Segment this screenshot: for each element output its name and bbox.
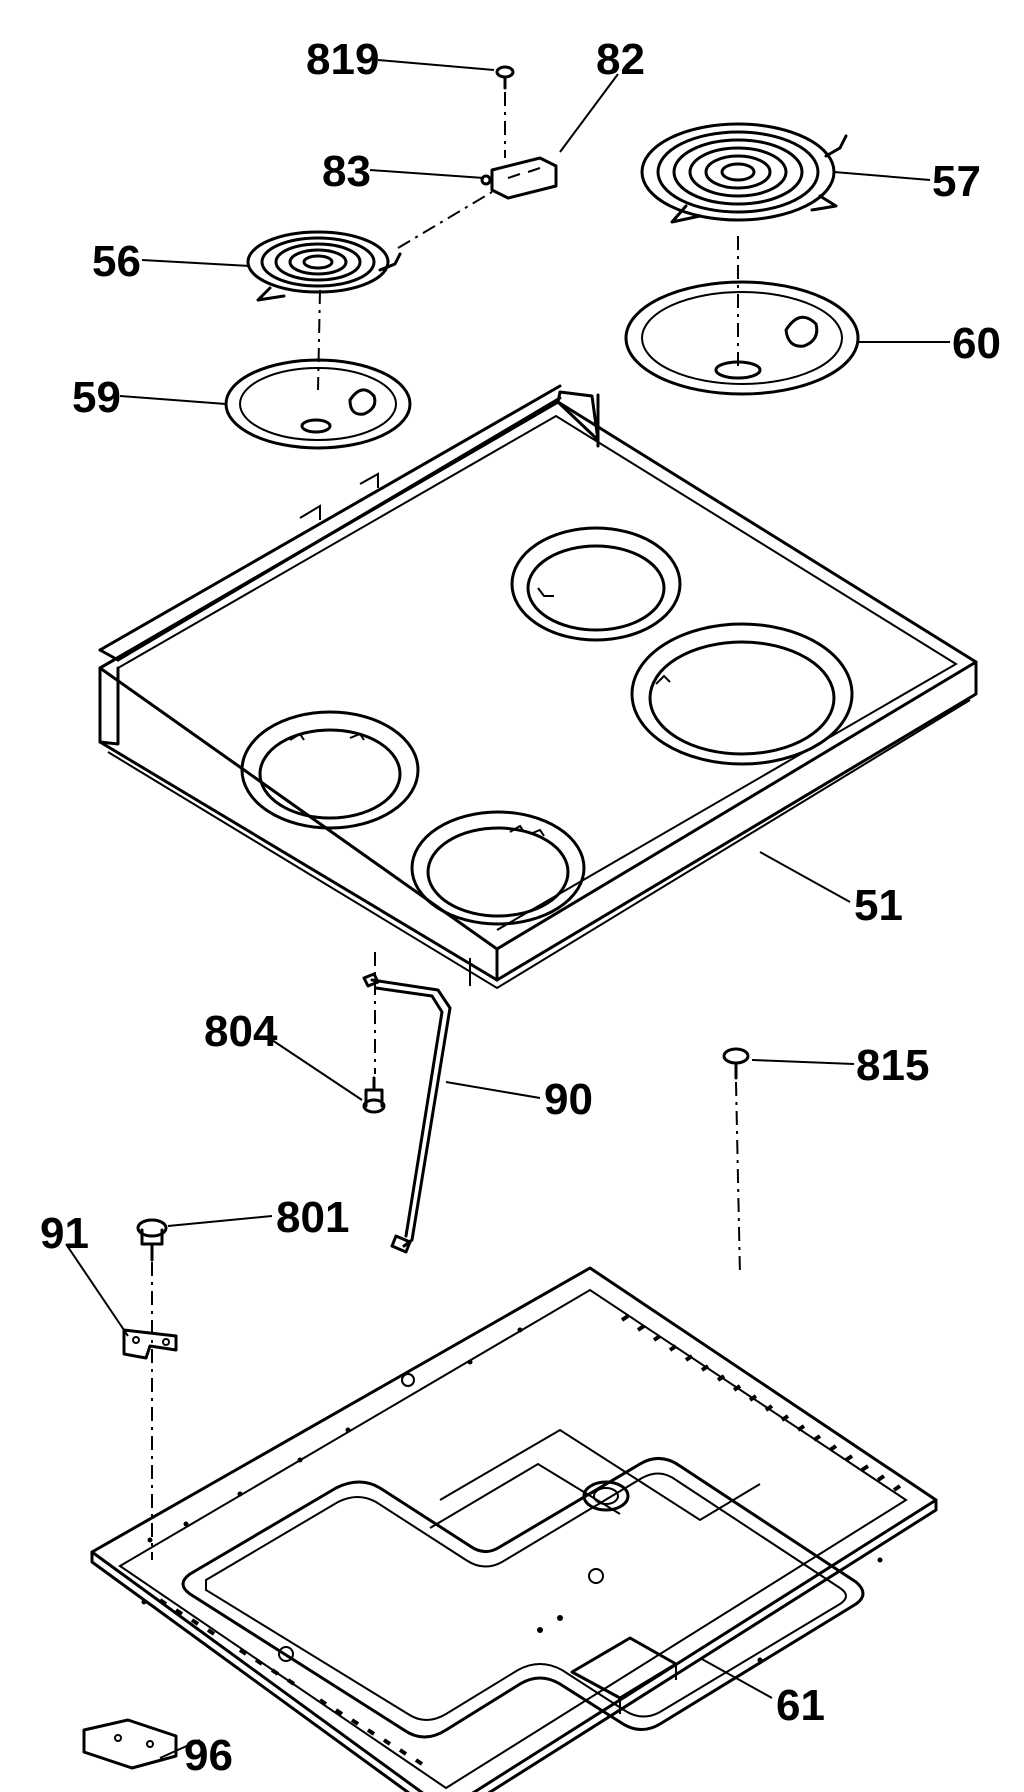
leader-lines-bottom [159, 1657, 773, 1759]
label-83: 83 [322, 147, 371, 196]
pan-holes [141, 1327, 883, 1663]
label-60: 60 [952, 319, 1001, 368]
opening-back-right [510, 526, 682, 642]
screw-815 [722, 1047, 750, 1080]
bottom-pan [90, 1266, 938, 1792]
screw-801 [136, 1218, 168, 1262]
leader-lines [65, 59, 950, 1337]
label-91: 91 [40, 1209, 89, 1258]
vent-slots [158, 1314, 902, 1766]
label-61: 61 [776, 1681, 825, 1730]
label-801: 801 [276, 1193, 349, 1242]
small-drip-pan [224, 358, 412, 450]
label-90: 90 [544, 1075, 593, 1124]
terminal-block [480, 156, 558, 200]
label-57: 57 [932, 157, 981, 206]
screw-819 [495, 65, 515, 90]
bracket-96 [82, 1718, 178, 1770]
label-82: 82 [596, 35, 645, 84]
part-labels: 819 82 83 57 56 60 59 51 804 815 90 801 … [40, 35, 1001, 1780]
large-drip-pan [624, 280, 860, 396]
bracket-91 [122, 1328, 178, 1360]
label-815: 815 [856, 1041, 929, 1090]
small-surface-element [246, 230, 402, 302]
opening-front-left [410, 810, 586, 926]
label-96: 96 [184, 1731, 233, 1780]
label-819: 819 [306, 35, 379, 84]
large-surface-element [640, 122, 848, 224]
label-51: 51 [854, 881, 903, 930]
label-804: 804 [204, 1007, 278, 1056]
label-59: 59 [72, 373, 121, 422]
opening-front-right [630, 622, 854, 766]
main-cooktop [98, 384, 978, 990]
support-rod [362, 972, 452, 1254]
opening-back-left [240, 710, 420, 830]
screw-804 [362, 1076, 386, 1114]
label-56: 56 [92, 237, 141, 286]
